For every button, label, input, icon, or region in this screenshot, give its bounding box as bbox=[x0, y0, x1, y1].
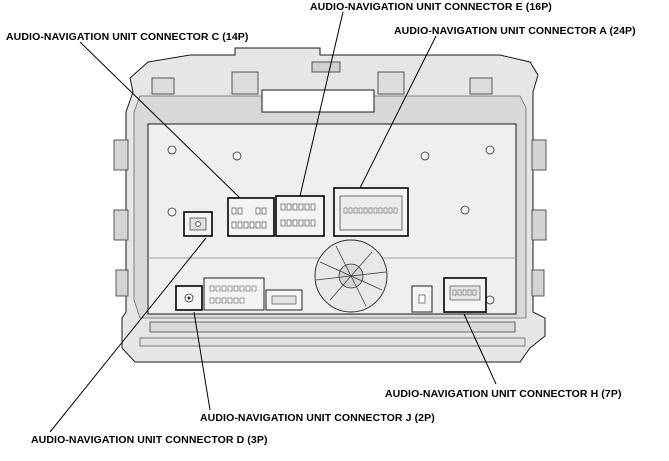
side-tab bbox=[113, 139, 129, 171]
screw-hole bbox=[485, 145, 495, 155]
leader-line-a bbox=[359, 35, 437, 189]
connector-d-pin-core bbox=[187, 296, 191, 300]
leader-line-e bbox=[299, 11, 344, 197]
callout-connector-d: AUDIO-NAVIGATION UNIT CONNECTOR D (3P) bbox=[31, 434, 268, 446]
lower-connector-small-body bbox=[271, 295, 297, 305]
top-tab-right bbox=[377, 71, 405, 95]
top-tab-far-right bbox=[469, 77, 493, 95]
side-tab bbox=[531, 139, 547, 171]
fan-blade bbox=[315, 271, 387, 281]
connector-c bbox=[227, 197, 275, 237]
bottom-rail bbox=[149, 321, 516, 333]
bottom-rail bbox=[139, 337, 526, 347]
callout-connector-e: AUDIO-NAVIGATION UNIT CONNECTOR E (16P) bbox=[310, 1, 552, 13]
callout-connector-a: AUDIO-NAVIGATION UNIT CONNECTOR A (24P) bbox=[394, 25, 636, 37]
lower-connector-pins bbox=[209, 285, 257, 304]
connector-e bbox=[275, 195, 325, 237]
side-tab bbox=[115, 269, 129, 297]
leader-line-h bbox=[463, 313, 497, 385]
leader-line-j bbox=[193, 311, 211, 411]
side-tab bbox=[531, 209, 547, 241]
screw-hole bbox=[420, 151, 430, 161]
connector-h-pins bbox=[452, 289, 477, 296]
leader-lines bbox=[49, 11, 497, 433]
cooling-fan bbox=[314, 239, 388, 313]
callout-connector-j: AUDIO-NAVIGATION UNIT CONNECTOR J (2P) bbox=[200, 412, 435, 424]
screw-hole bbox=[167, 145, 177, 155]
callout-connector-c: AUDIO-NAVIGATION UNIT CONNECTOR C (14P) bbox=[6, 31, 249, 43]
connector-c-pins bbox=[231, 207, 267, 229]
top-slot bbox=[261, 89, 375, 113]
callout-connector-h: AUDIO-NAVIGATION UNIT CONNECTOR H (7P) bbox=[385, 388, 622, 400]
screw-hole bbox=[232, 151, 242, 161]
top-tab-far-left bbox=[151, 77, 175, 95]
top-tab-left bbox=[231, 71, 259, 95]
screw-hole bbox=[460, 205, 470, 215]
side-tab bbox=[113, 209, 129, 241]
connector-a-pins bbox=[343, 207, 398, 214]
lower-connector-block bbox=[203, 277, 265, 311]
leader-line-c bbox=[79, 41, 241, 199]
top-clip bbox=[311, 61, 341, 73]
connector-e-pins bbox=[280, 203, 316, 227]
connectors bbox=[175, 187, 487, 313]
connector-small-right-pin bbox=[418, 294, 426, 304]
leader-line-d bbox=[49, 237, 207, 433]
screw-hole bbox=[167, 207, 177, 217]
connector-j-pin bbox=[195, 221, 201, 227]
side-tab bbox=[531, 269, 545, 297]
